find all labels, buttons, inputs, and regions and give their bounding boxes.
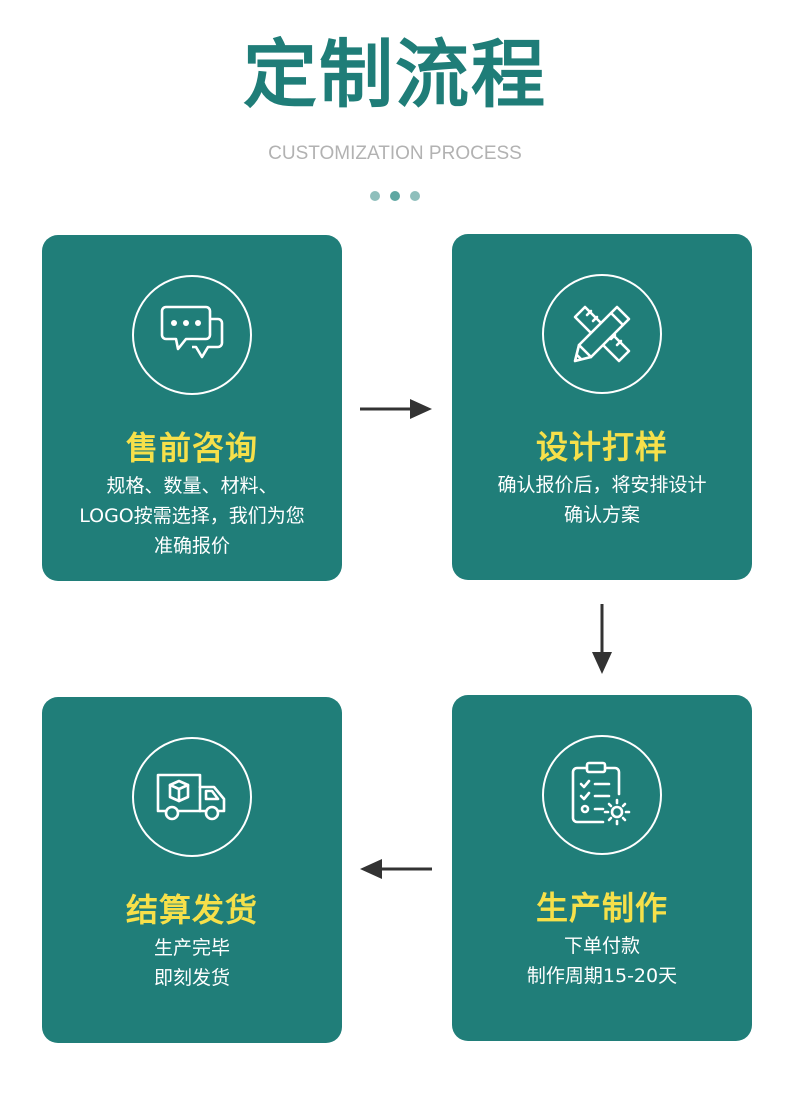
step-title: 结算发货	[125, 891, 258, 929]
icon-ring	[542, 274, 662, 394]
step-title: 设计打样	[535, 428, 668, 466]
icon-ring	[132, 275, 252, 395]
decorative-dots	[0, 186, 790, 205]
step-desc-line: 准确报价	[153, 535, 230, 557]
chat-bubble-icon	[160, 305, 224, 359]
step-description: 确认报价后，将安排设计 确认方案	[452, 470, 752, 530]
clipboard-gear-icon	[571, 761, 631, 826]
delivery-truck-icon	[156, 773, 226, 821]
step-desc-line: 规格、数量、材料、	[106, 475, 278, 497]
icon-ring	[542, 735, 662, 855]
dot	[370, 191, 380, 201]
step-desc-line: 确认报价后，将安排设计	[497, 474, 707, 496]
step-card-design: 设计打样 确认报价后，将安排设计 确认方案	[452, 234, 752, 580]
page-subtitle: CUSTOMIZATION PROCESS	[268, 143, 522, 164]
arrow-left-icon	[360, 859, 432, 879]
ruler-pencil-icon	[573, 305, 631, 363]
icon-ring	[132, 737, 252, 857]
step-title: 售前咨询	[125, 429, 258, 467]
page-title: 定制流程	[243, 32, 547, 118]
step-description: 下单付款 制作周期15-20天	[452, 931, 752, 991]
step-card-consultation: 售前咨询 规格、数量、材料、 LOGO按需选择，我们为您 准确报价	[42, 235, 342, 581]
step-card-delivery: 结算发货 生产完毕 即刻发货	[42, 697, 342, 1043]
step-desc-line: 生产完毕	[153, 937, 230, 959]
step-desc-line: 即刻发货	[153, 967, 230, 989]
step-title: 生产制作	[535, 889, 668, 927]
step-desc-line: 下单付款	[563, 935, 640, 957]
step-description: 生产完毕 即刻发货	[42, 933, 342, 993]
dot	[390, 191, 400, 201]
step-desc-line: 制作周期15-20天	[526, 965, 678, 987]
step-desc-line: LOGO按需选择，我们为您	[79, 505, 305, 527]
arrow-right-icon	[360, 399, 432, 419]
step-description: 规格、数量、材料、 LOGO按需选择，我们为您 准确报价	[42, 471, 342, 561]
dot	[410, 191, 420, 201]
step-desc-line: 确认方案	[563, 504, 640, 526]
arrow-down-icon	[592, 604, 612, 674]
step-card-production: 生产制作 下单付款 制作周期15-20天	[452, 695, 752, 1041]
